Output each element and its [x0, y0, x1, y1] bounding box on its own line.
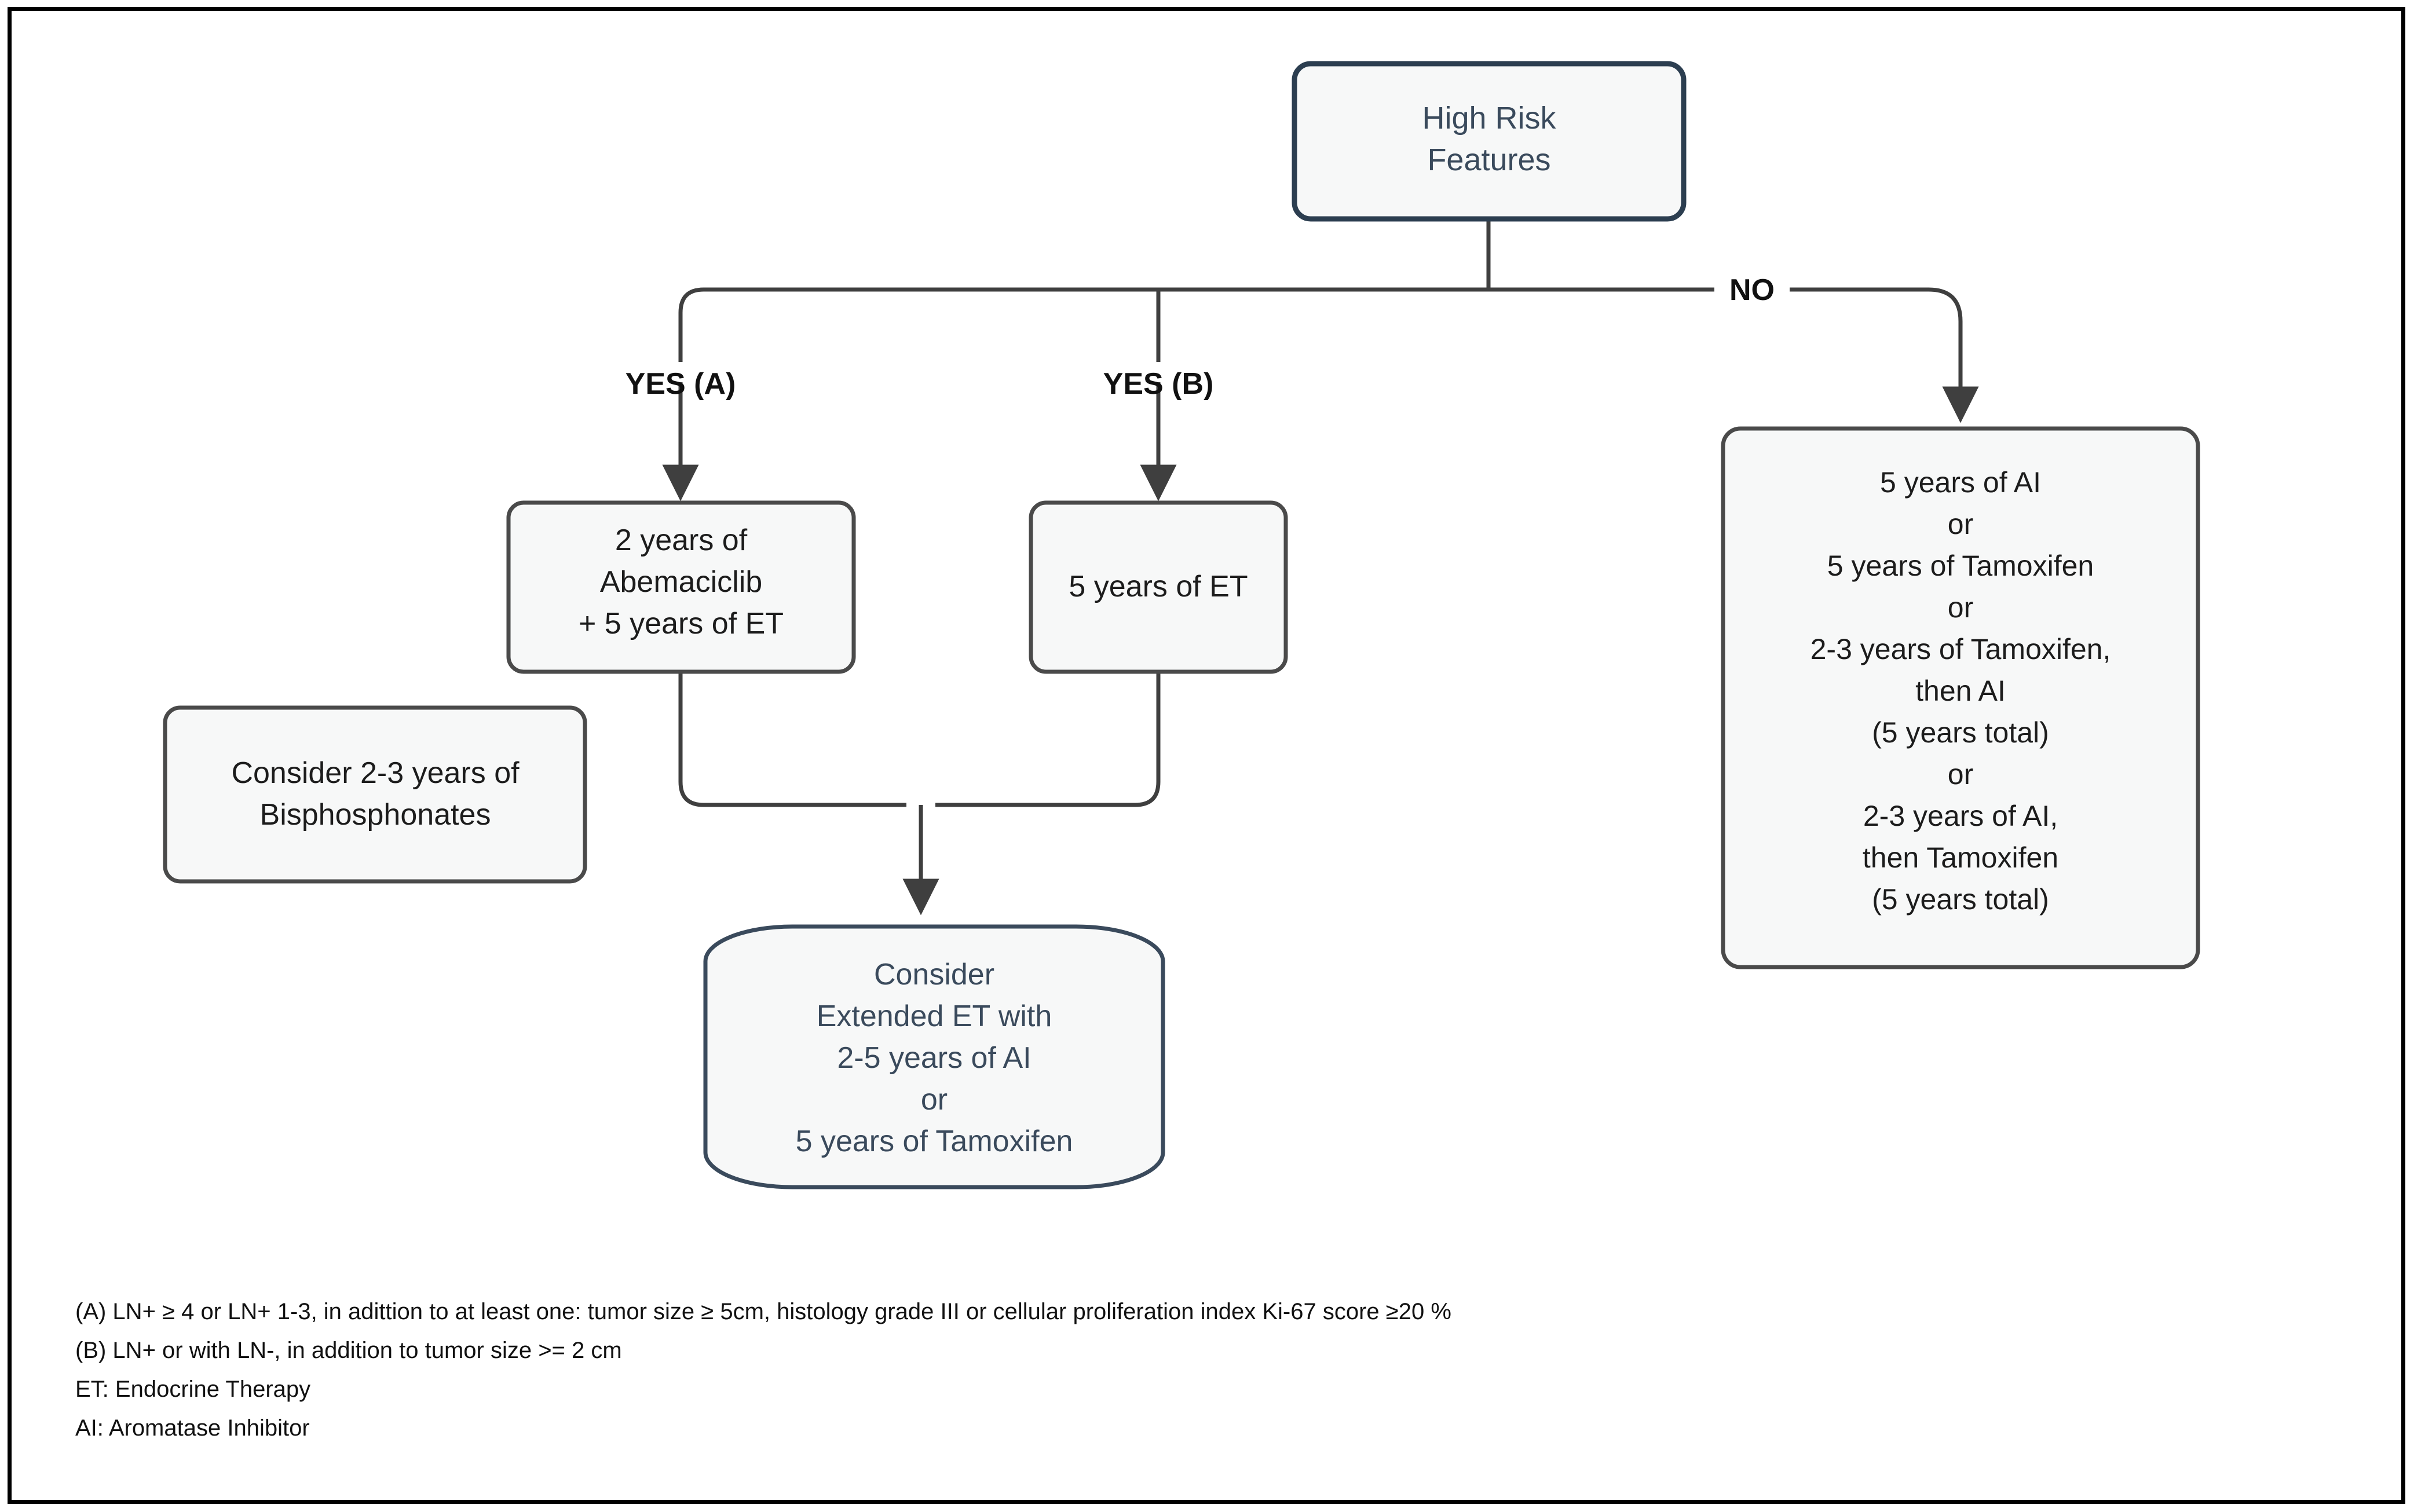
- options-line-4: or: [1948, 591, 1973, 624]
- options-line-3: 5 years of Tamoxifen: [1827, 550, 2094, 582]
- edge-label-no: NO: [1729, 273, 1775, 307]
- footnotes-block: (A) LN+ ≥ 4 or LN+ 1-3, in adittion to a…: [75, 1293, 2218, 1448]
- node-no-branch-options[interactable]: 5 years of AI or 5 years of Tamoxifen or…: [1721, 426, 2200, 969]
- node-high-risk-features[interactable]: High Risk Features: [1292, 61, 1687, 222]
- node-abemaciclib[interactable]: 2 years of Abemaciclib + 5 years of ET: [506, 500, 856, 674]
- node-extended-et[interactable]: Consider Extended ET with 2-5 years of A…: [703, 924, 1165, 1189]
- options-line-2: or: [1948, 508, 1973, 540]
- options-line-1: 5 years of AI: [1880, 466, 2041, 499]
- abemaciclib-line-2: Abemaciclib: [600, 565, 762, 599]
- options-line-8: or: [1948, 758, 1973, 790]
- edge-yes-a-top: [678, 287, 1488, 362]
- node-five-years-et[interactable]: 5 years of ET: [1029, 500, 1288, 674]
- abemaciclib-line-1: 2 years of: [615, 523, 748, 557]
- edge-no: [1488, 287, 1979, 423]
- edge-label-yes-a: YES (A): [626, 367, 736, 401]
- connector-group: [662, 219, 1979, 916]
- five-years-et-line-1: 5 years of ET: [1069, 570, 1248, 603]
- options-line-11: (5 years total): [1872, 883, 2049, 916]
- extended-et-line-3: 2-5 years of AI: [837, 1041, 1031, 1075]
- abemaciclib-line-3: + 5 years of ET: [579, 607, 784, 640]
- footnote-et: ET: Endocrine Therapy: [75, 1376, 311, 1402]
- footnote-b: (B) LN+ or with LN-, in addition to tumo…: [75, 1338, 622, 1363]
- extended-et-line-1: Consider: [874, 958, 994, 991]
- options-line-6: then AI: [1915, 675, 2006, 707]
- extended-et-line-4: or: [921, 1083, 948, 1116]
- edge-merge-right: [935, 672, 1161, 807]
- extended-et-line-2: Extended ET with: [817, 1000, 1052, 1033]
- high-risk-line-2: Features: [1427, 142, 1550, 177]
- extended-et-line-5: 5 years of Tamoxifen: [796, 1125, 1073, 1158]
- options-line-5: 2-3 years of Tamoxifen,: [1810, 633, 2111, 665]
- bisphosphonates-line-2: Bisphosphonates: [260, 798, 491, 832]
- footnote-a: (A) LN+ ≥ 4 or LN+ 1-3, in adittion to a…: [75, 1299, 1451, 1324]
- high-risk-line-1: High Risk: [1422, 101, 1556, 136]
- edge-label-no-backdrop: [1714, 272, 1790, 308]
- options-line-10: then Tamoxifen: [1863, 841, 2058, 874]
- footnote-ai: AI: Aromatase Inhibitor: [75, 1415, 310, 1441]
- node-bisphosphonates[interactable]: Consider 2-3 years of Bisphosphonates: [163, 705, 587, 884]
- options-line-7: (5 years total): [1872, 716, 2049, 749]
- edge-merge-left: [678, 672, 906, 807]
- options-line-9: 2-3 years of AI,: [1863, 800, 2058, 832]
- edge-label-yes-b: YES (B): [1103, 367, 1214, 401]
- bisphosphonates-line-1: Consider 2-3 years of: [231, 756, 520, 790]
